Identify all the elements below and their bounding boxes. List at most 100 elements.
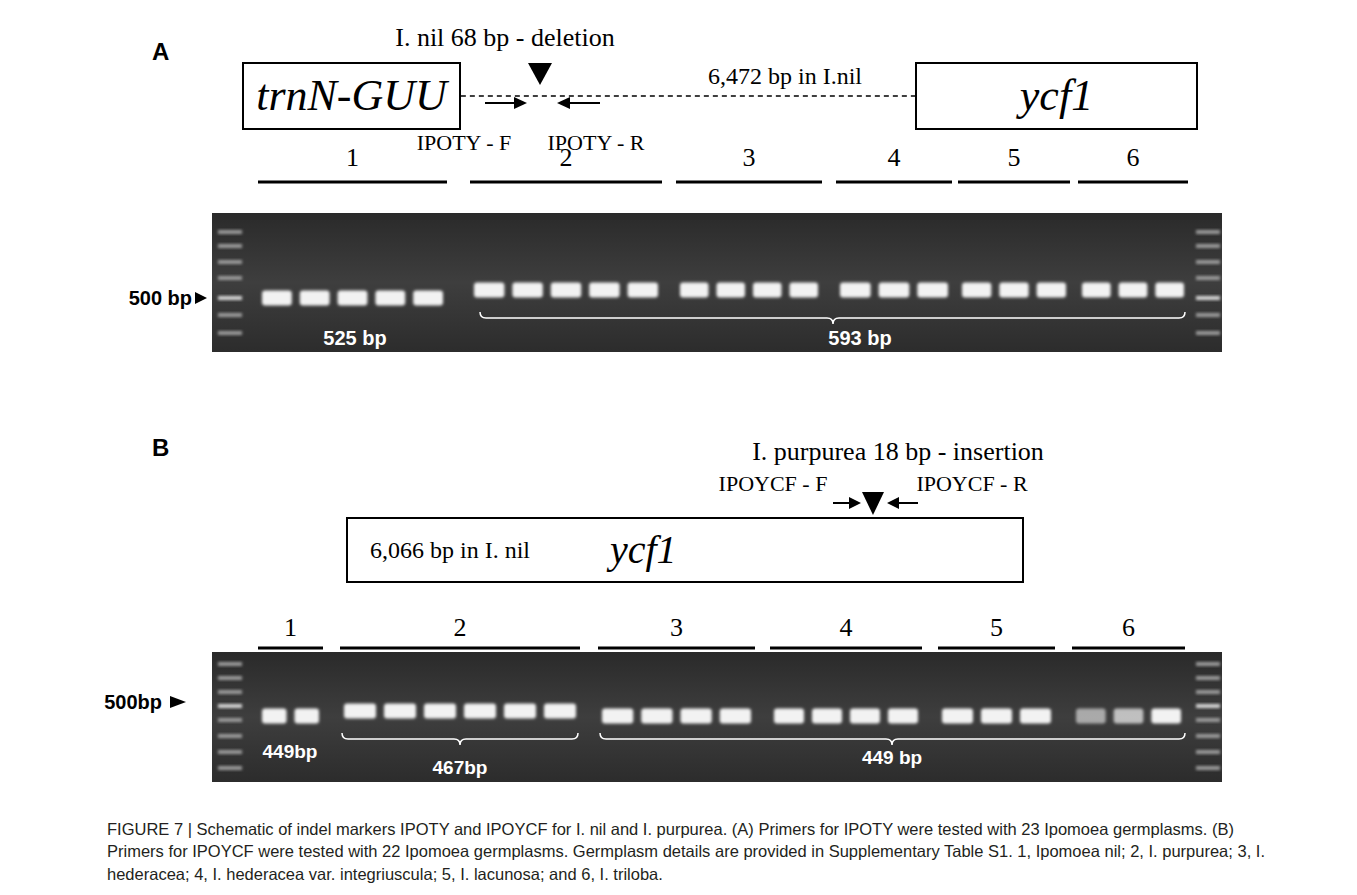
gel-image — [212, 213, 1222, 352]
ladder-band — [1196, 690, 1220, 694]
lane-group-number: 1 — [346, 143, 359, 173]
ladder-band — [218, 690, 242, 694]
lane-group-bar — [340, 647, 580, 650]
band-size-label: 449bp — [263, 741, 318, 763]
ladder-band — [1196, 676, 1220, 680]
dna-band — [1151, 709, 1181, 724]
dna-band — [295, 709, 320, 724]
lane-group-number: 5 — [990, 613, 1003, 643]
dna-band — [589, 283, 619, 298]
gene-box: 6,066 bp in I. nilycf1 — [346, 517, 1024, 583]
primer-arrowhead — [849, 497, 861, 509]
intergenic-spacer-line — [461, 95, 915, 97]
ladder-band — [1196, 718, 1220, 722]
indel-marker — [862, 492, 884, 515]
ladder-band — [218, 750, 242, 754]
lane-group-bar — [958, 181, 1070, 184]
indel-annotation: I. purpurea 18 bp - insertion — [752, 437, 1044, 467]
dna-band — [1020, 709, 1051, 724]
spacer-length-label: 6,472 bp in I.nil — [705, 63, 865, 91]
primer-arrow — [898, 502, 918, 504]
dna-band — [681, 709, 712, 724]
lane-group-bar — [836, 181, 952, 184]
lane-group-bar — [938, 647, 1055, 650]
dna-band — [680, 283, 709, 298]
dna-band — [840, 283, 871, 298]
ladder-band — [1196, 331, 1220, 335]
lane-group-number: 5 — [1008, 143, 1021, 173]
indel-marker — [528, 63, 552, 85]
ladder-band — [1196, 750, 1220, 754]
dna-band — [424, 704, 456, 719]
figure-caption: FIGURE 7 | Schematic of indel markers IP… — [107, 818, 1267, 885]
dna-band — [551, 283, 581, 298]
ladder-band — [1196, 244, 1220, 248]
primer-arrowhead — [514, 97, 527, 109]
lane-group-number: 4 — [888, 143, 901, 173]
lane-group-bar — [598, 647, 755, 650]
ladder-band — [218, 704, 242, 708]
dna-band — [753, 283, 782, 298]
ladder-band — [1196, 734, 1220, 738]
ladder-band — [1196, 230, 1220, 234]
lane-group-bar — [676, 181, 822, 184]
dna-band — [1119, 283, 1148, 298]
dna-band — [850, 709, 880, 724]
primer-name: IPOTY - F — [417, 130, 512, 155]
gene-label: trnN-GUU — [256, 72, 447, 120]
ladder-band — [1196, 276, 1220, 280]
dna-band — [464, 704, 496, 719]
dna-band — [999, 283, 1028, 298]
primer-name: IPOYCF - F — [719, 471, 828, 496]
ladder-band — [218, 296, 242, 300]
lane-bracket — [342, 733, 578, 745]
primer-arrow — [485, 102, 516, 104]
dna-band — [338, 291, 368, 306]
size-pointer — [170, 696, 186, 708]
dna-band — [812, 709, 842, 724]
ladder-band — [1196, 662, 1220, 666]
ladder-band — [218, 662, 242, 666]
ladder-band — [218, 260, 242, 264]
lane-group-number: 4 — [840, 613, 853, 643]
size-marker-label: 500bp — [104, 691, 162, 714]
dna-band — [262, 709, 287, 724]
dna-band — [917, 283, 948, 298]
dna-band — [544, 704, 576, 719]
dna-band — [628, 283, 658, 298]
lane-group-number: 2 — [560, 143, 573, 173]
ladder-band — [218, 718, 242, 722]
dna-band — [774, 709, 804, 724]
dna-band — [300, 291, 330, 306]
ladder-band — [218, 313, 242, 317]
indel-annotation: I. nil 68 bp - deletion — [395, 23, 615, 53]
size-pointer — [195, 292, 207, 304]
lane-group-bar — [258, 647, 323, 650]
ladder-band — [1196, 296, 1220, 300]
lane-group-bar — [1078, 181, 1188, 184]
lane-group-number: 6 — [1122, 613, 1135, 643]
dna-band — [1082, 283, 1111, 298]
dna-band — [474, 283, 504, 298]
dna-band — [717, 283, 746, 298]
gene-box: trnN-GUU — [242, 62, 461, 130]
dna-band — [962, 283, 991, 298]
gene-box: ycf1 — [915, 62, 1198, 130]
lane-group-number: 1 — [284, 613, 297, 643]
primer-arrow — [833, 502, 851, 504]
dna-band — [1076, 709, 1106, 724]
dna-band — [879, 283, 910, 298]
dna-band — [888, 709, 918, 724]
dna-band — [942, 709, 973, 724]
lane-group-bar — [1072, 647, 1185, 650]
ladder-band — [218, 676, 242, 680]
band-size-label: 467bp — [433, 757, 488, 779]
primer-arrowhead — [557, 97, 570, 109]
ladder-band — [218, 244, 242, 248]
ladder-band — [1196, 260, 1220, 264]
ladder-band — [218, 734, 242, 738]
primer-arrow — [568, 102, 600, 104]
lane-group-bar — [470, 181, 662, 184]
